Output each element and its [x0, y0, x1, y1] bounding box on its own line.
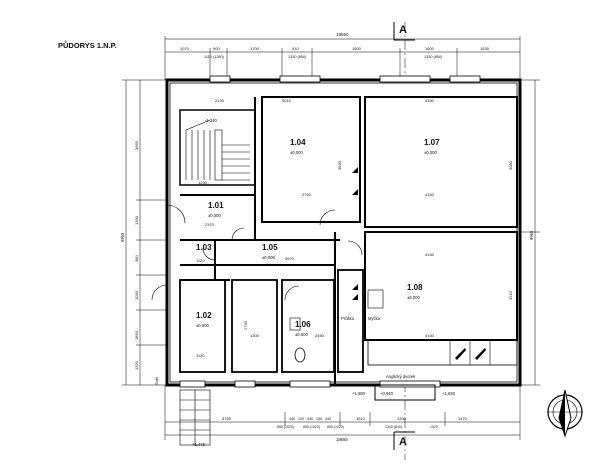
- level-mark: -1,340: [205, 118, 218, 123]
- dim-bottom-seg: 440: [325, 417, 331, 421]
- room-level: ±0,000: [407, 295, 420, 300]
- dim-top-sub: 1110 (1280): [204, 55, 225, 59]
- dim-bottom-seg: 1510: [356, 416, 366, 421]
- dim-left-part: 1330: [134, 215, 139, 225]
- level-mark: +1,580: [352, 391, 366, 396]
- room-number: 1.06: [295, 320, 311, 329]
- english-courtyard: Anglický dvorek: [374, 374, 436, 401]
- dim-left-part: 480: [134, 255, 139, 262]
- dim-left-part: 1030: [134, 290, 139, 300]
- room-number: 1.07: [424, 138, 440, 147]
- dim-left-part: 3665: [134, 140, 139, 150]
- dim-top-sub: 1330 (850): [288, 55, 307, 59]
- dim-top-seg: 1500: [352, 46, 362, 51]
- plan-title: PŮDORYS 1.N.P.: [58, 40, 117, 50]
- label-prusko: Průško: [341, 316, 355, 321]
- room-number: 1.03: [196, 243, 212, 252]
- room-dim: 1130: [196, 353, 205, 358]
- room-level: ±0,000: [290, 150, 303, 155]
- section-marker-bottom: A: [399, 436, 407, 448]
- room-dim: 2760: [302, 192, 312, 197]
- room-number: 1.02: [196, 311, 212, 320]
- dim-left-part: 1320: [134, 360, 139, 370]
- room-dim: 4150: [425, 333, 435, 338]
- room-dim: 3560: [337, 160, 342, 170]
- dim-right-total: 9965: [529, 230, 534, 240]
- room-number: 1.08: [407, 283, 423, 292]
- dimension-chain-bottom: 3765 440 100 440 150 440 1510 1330 1470 …: [164, 385, 521, 442]
- label-mycka: Myčka: [368, 316, 381, 321]
- room-dim: 1120: [196, 258, 205, 263]
- room-dim: 4150: [425, 192, 435, 197]
- room-dimensions: 2230 5010 4150 4150 2760 4150 3970 4150 …: [196, 98, 513, 358]
- dim-bottom-seg: 150: [316, 417, 322, 421]
- dimension-chain-left: 9965 3665 1330 480 1030 1850 1320: [120, 79, 168, 386]
- room-dim: 1300: [250, 333, 260, 338]
- dimension-chain-right: 9965: [520, 79, 540, 386]
- room-labels: 1.04 ±0,000 1.07 ±0,000 1.01 ±0,000 1.03…: [154, 138, 440, 385]
- dim-left-part: 1850: [134, 330, 139, 340]
- room-level: ±0,000: [424, 150, 437, 155]
- room-number: 1.01: [208, 201, 224, 210]
- room-dim: 1230: [198, 180, 208, 185]
- level-mark: +0,940: [380, 391, 394, 396]
- dim-bottom-sub: 1020: [430, 425, 438, 429]
- interior-walls: [179, 96, 518, 385]
- dim-left-total: 9965: [120, 232, 125, 242]
- dim-bottom-seg: 440: [289, 417, 295, 421]
- room-level: ±0,000: [262, 255, 275, 260]
- dim-bottom-sub: 1340 (840): [385, 425, 402, 429]
- room-dim: 2230: [215, 98, 225, 103]
- room-dim: 2740: [243, 320, 248, 330]
- room-dim: 4150: [425, 98, 435, 103]
- room-dim: 5010: [282, 98, 292, 103]
- level-mark: +1,475: [192, 442, 206, 447]
- room-dim: 3970: [285, 256, 295, 261]
- north-arrow-icon: [547, 389, 583, 438]
- dim-bottom-overall: 18650: [336, 437, 348, 442]
- dim-bottom-seg: 100: [298, 417, 304, 421]
- room-number: 1.04: [290, 138, 306, 147]
- section-marker-top: A: [399, 24, 407, 36]
- garden-label: Anglický dvorek: [386, 374, 416, 379]
- dim-bottom-seg: 1330: [397, 416, 407, 421]
- room-level: ±0,000: [295, 332, 308, 337]
- room-number: 1.05: [262, 243, 278, 252]
- room-level: ±0,000: [196, 323, 209, 328]
- room-dim: 2370: [205, 222, 215, 227]
- dim-top-seg: 1535: [480, 46, 490, 51]
- dim-top-seg: 910: [292, 46, 299, 51]
- dim-bottom-sub: 850 (1020): [303, 425, 320, 429]
- room-level: ±0,000: [208, 213, 221, 218]
- dim-top-seg: 1700: [250, 46, 260, 51]
- exterior-stairs: [179, 389, 211, 446]
- staircase: [185, 119, 250, 181]
- fixtures: [289, 167, 518, 366]
- dim-bottom-seg: 1470: [458, 416, 468, 421]
- dim-bottom-sub: 850 (1020): [277, 425, 294, 429]
- dim-top-seg: 1070: [180, 46, 190, 51]
- level-mark: +1,630: [442, 391, 456, 396]
- dim-top-sub: 1330 (850): [424, 55, 443, 59]
- level-marks: -1,340 +1,580 +1,630 +1,475 +0,940: [192, 118, 456, 447]
- doors: [151, 204, 363, 301]
- room-dim: 2450: [315, 333, 325, 338]
- dim-bottom-seg: 440: [307, 417, 313, 421]
- dimension-chain-top: 18650 1070 900 1700 910 1500 1600 1535 1…: [164, 32, 521, 80]
- room-dim: 4150: [425, 252, 435, 257]
- room-dim: 4210: [508, 290, 513, 300]
- dim-top-seg: 1600: [425, 46, 435, 51]
- room-dim: 3080: [508, 160, 513, 170]
- dim-bottom-seg: 3765: [222, 416, 232, 421]
- label-sokl: Sokl: [154, 377, 159, 385]
- dim-bottom-sub: 850 (1020): [327, 425, 344, 429]
- dim-top-overall: 18650: [336, 32, 349, 37]
- dim-top-seg: 900: [213, 46, 220, 51]
